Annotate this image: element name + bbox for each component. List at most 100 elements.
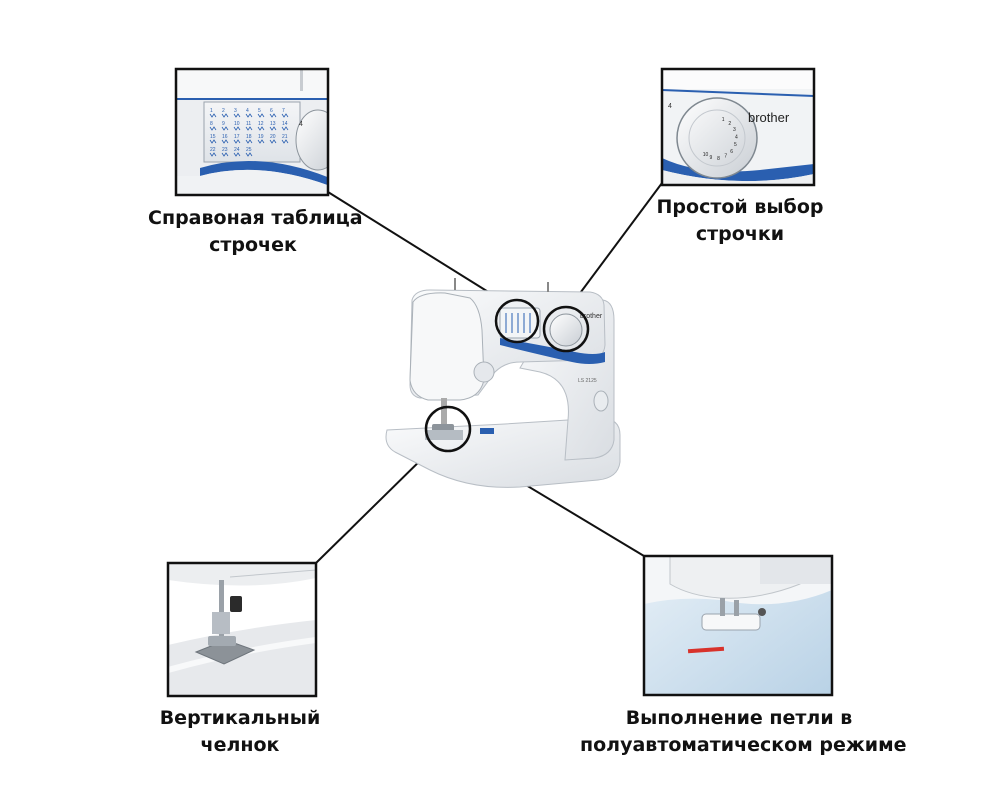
machine-model-label: LS 2125 (578, 378, 597, 384)
svg-text:4: 4 (299, 121, 303, 128)
caption-stitch-selection-line2: строчки (695, 223, 785, 245)
stitch-table-number: 24 (234, 147, 240, 153)
machine-side-knob (473, 361, 495, 383)
highlight-stitch-dial (542, 305, 590, 353)
caption-stitch-table: Справоная таблица строчек (148, 205, 363, 259)
dial-number: 3 (733, 127, 736, 133)
dial-number: 4 (735, 135, 738, 141)
stitch-symbol (245, 113, 253, 118)
stitch-symbol (257, 126, 265, 131)
stitch-symbol (281, 113, 289, 118)
stitch-table-number: 20 (270, 134, 276, 140)
stitch-symbol (245, 126, 253, 131)
stitch-table-number: 13 (270, 121, 276, 127)
stitch-table-number: 14 (282, 121, 288, 127)
stitch-symbol (269, 139, 277, 144)
leader-line-stitch-table (327, 191, 507, 304)
stitch-table-number: 22 (210, 147, 216, 153)
stitch-table-number: 5 (258, 108, 261, 114)
stitch-table-panel (203, 101, 301, 163)
machine-head (409, 292, 485, 401)
stitch-table-number: 4 (246, 108, 249, 114)
callout-buttonhole-image (642, 554, 834, 697)
stitch-table-number: 19 (258, 134, 264, 140)
stitch-symbol (233, 126, 241, 131)
callout-frame-stitch-selection (660, 67, 816, 187)
stitch-symbol (209, 126, 217, 131)
stitch-symbol (209, 152, 217, 157)
leader-line-vertical-hook (315, 447, 434, 564)
caption-stitch-selection-line1: Простой выбор (656, 196, 824, 218)
caption-stitch-table-line2: строчек (209, 234, 297, 256)
stitch-table-number: 15 (210, 134, 216, 140)
stitch-symbol (269, 126, 277, 131)
stitch-symbol (209, 113, 217, 118)
hook-needle-clamp (230, 596, 242, 612)
dial-mark: 4 (668, 103, 672, 110)
callout-frame-vertical-hook (166, 561, 318, 698)
dial-number: 9 (710, 155, 713, 161)
callout-frame-buttonhole (642, 554, 834, 697)
stitch-symbol (233, 152, 241, 157)
callout-vertical-hook-image (166, 561, 318, 698)
stitch-symbol (257, 113, 265, 118)
stitch-symbol (281, 139, 289, 144)
stitch-symbol (221, 126, 229, 131)
caption-vertical-hook-line2: челнок (200, 734, 280, 756)
stitch-symbol (245, 152, 253, 157)
dial-number: 1 (722, 117, 725, 123)
caption-buttonhole-line2: полуавтоматическом режиме (580, 734, 907, 756)
dial-number: 10 (703, 152, 709, 158)
hook-bed (168, 620, 316, 696)
stitch-symbol (233, 113, 241, 118)
stitch-table-number: 11 (246, 121, 251, 127)
stitch-table-number: 1 (210, 108, 213, 114)
buttonhole-foot (701, 613, 761, 631)
dial-number: 5 (734, 142, 737, 148)
hook-arm-underside (168, 563, 316, 586)
caption-vertical-hook: Вертикальный челнок (150, 705, 330, 759)
stitch-symbol (257, 139, 265, 144)
dial-blue-arc (662, 158, 814, 182)
stitch-symbol (269, 113, 277, 118)
stitch-table-number: 9 (222, 121, 225, 127)
stitch-symbol (221, 113, 229, 118)
caption-vertical-hook-line1: Вертикальный (159, 707, 321, 729)
caption-buttonhole-line1: Выполнение петли в (625, 707, 853, 729)
stitch-table-number: 8 (210, 121, 213, 127)
dial-number: 8 (717, 156, 720, 162)
stitch-table-number: 2 (222, 108, 225, 114)
hook-presser-foot (208, 636, 236, 646)
leader-line-stitch-selection (565, 182, 663, 313)
stitch-table-number: 18 (246, 134, 252, 140)
dial-brand-text: brother (748, 110, 790, 125)
machine-blue-stripe (500, 338, 605, 364)
machine-brand-label: brother (580, 313, 603, 320)
caption-stitch-table-line1: Справоная таблица (148, 207, 363, 229)
machine-needle-plate (425, 430, 463, 440)
stitch-table-number: 23 (222, 147, 228, 153)
stitch-symbol (221, 152, 229, 157)
dial-number: 2 (728, 121, 731, 127)
hook-needle-bar (219, 580, 224, 638)
stitch-table-number: 3 (234, 108, 237, 114)
machine-reverse-button (593, 390, 609, 412)
stitch-symbol (281, 126, 289, 131)
stitch-table-number: 7 (282, 108, 285, 114)
stitch-symbol (209, 139, 217, 144)
sewing-machine-illustration: brother LS 2125 (385, 278, 621, 488)
stitch-table-number: 25 (246, 147, 252, 153)
stitch-table-blue-arc (200, 160, 328, 186)
dial-number: 7 (724, 154, 727, 160)
stitch-table-number: 10 (234, 121, 240, 127)
highlight-circles (424, 298, 590, 453)
stitch-table-number: 21 (282, 134, 288, 140)
highlight-needle-area (424, 405, 472, 453)
stitch-symbol (233, 139, 241, 144)
stitch-table-number: 17 (234, 134, 240, 140)
